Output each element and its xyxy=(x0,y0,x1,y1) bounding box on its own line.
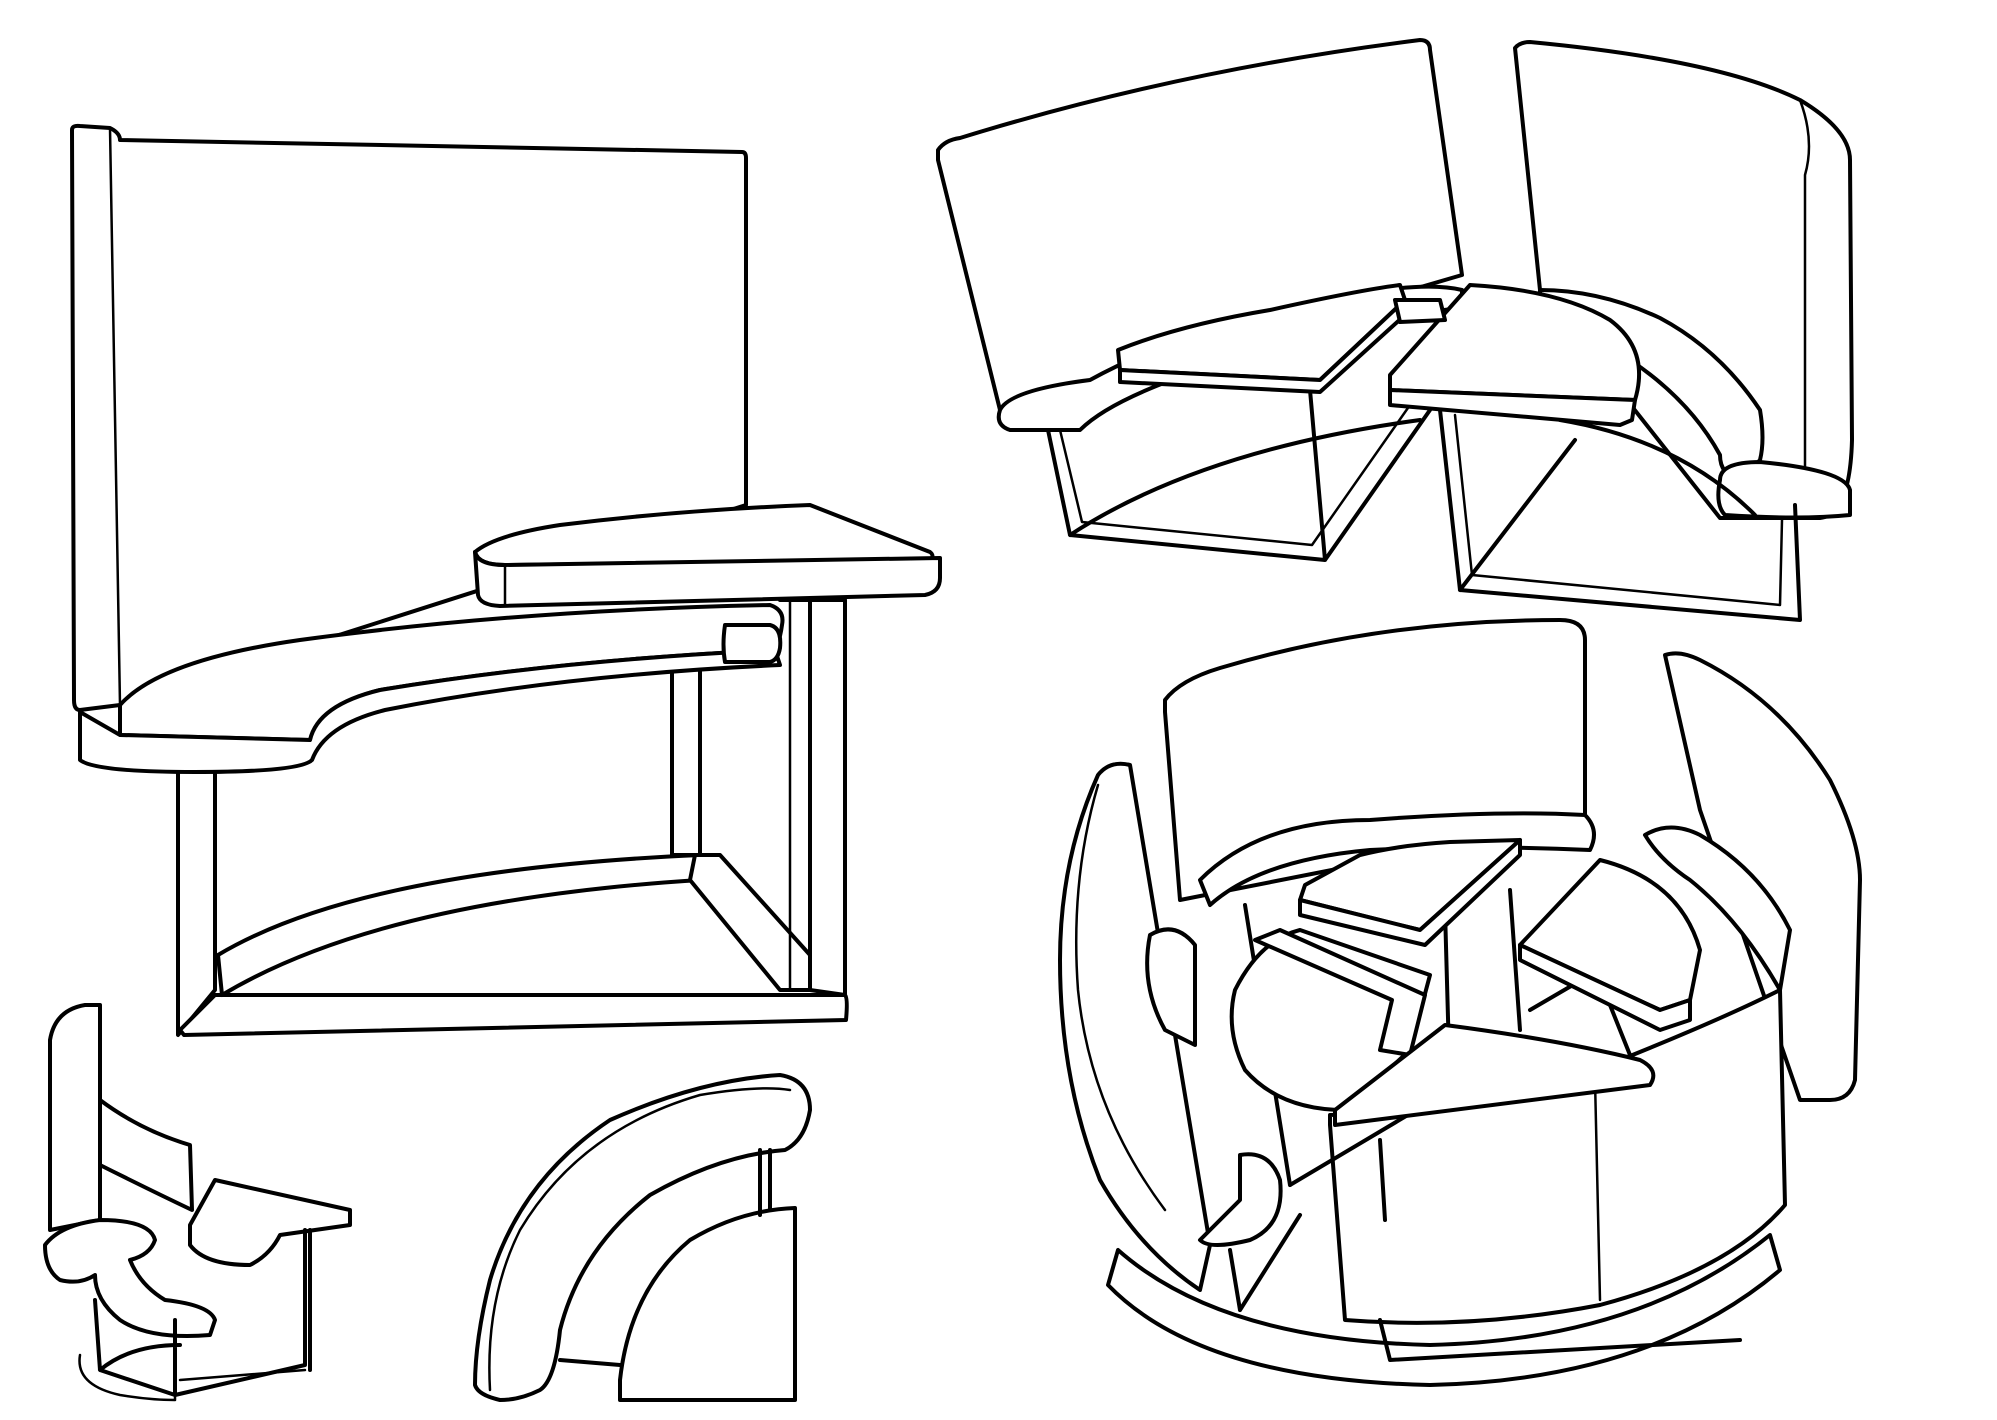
pair-left-back xyxy=(936,38,1464,412)
pair-right-frame-inner xyxy=(1453,413,1784,607)
small-seat-back-wing xyxy=(98,1098,194,1212)
single-seat-small-view xyxy=(43,1003,352,1402)
cluster-tablet-front xyxy=(1333,1023,1656,1127)
seat-back-panel xyxy=(70,123,748,712)
cluster-bottom-rails xyxy=(1228,1213,1742,1362)
paired-seats-view xyxy=(936,38,1854,622)
arc-bench-cushion xyxy=(473,1073,812,1402)
pair-right-tablet-edge xyxy=(1388,388,1637,427)
small-seat-cushion xyxy=(43,1218,217,1338)
seat-cushion-front xyxy=(78,648,782,774)
writing-tablet-front xyxy=(473,550,942,608)
pair-right-back-curve xyxy=(1798,98,1811,472)
seat-cushion-end xyxy=(721,623,783,664)
pair-left-tablet xyxy=(1116,283,1407,382)
frame-base-rail xyxy=(178,993,849,1037)
seat-back-edge xyxy=(108,126,122,707)
cluster-left-foot xyxy=(1198,1152,1283,1247)
small-seat-tablet xyxy=(188,1178,352,1267)
frame-curved-rail xyxy=(216,853,702,997)
pair-right-frame xyxy=(1438,408,1802,622)
seat-back-left-edge xyxy=(70,173,76,702)
cluster-left-seat xyxy=(1145,927,1197,1047)
frame-left-leg xyxy=(176,768,217,1037)
cluster-tablet-right-edge xyxy=(1518,943,1692,1032)
cluster-seat-arc xyxy=(1198,811,1596,907)
arc-bench-support xyxy=(618,1206,797,1402)
pair-left-frame-inner xyxy=(1058,403,1412,547)
cluster-right-seat xyxy=(1643,825,1792,992)
cluster-left-panel-inner xyxy=(1074,783,1167,1212)
pair-center-support xyxy=(1393,298,1447,324)
cluster-tablet-top-edge xyxy=(1298,838,1522,947)
pair-right-tablet xyxy=(1388,283,1642,402)
arc-bench-view xyxy=(473,1073,812,1402)
pair-right-seat-end xyxy=(1716,460,1852,520)
cluster-tablet-right xyxy=(1518,858,1702,1012)
frame-rear-leg xyxy=(670,658,702,857)
frame-diagonal-brace xyxy=(688,853,812,992)
small-seat-base-ring xyxy=(78,1348,307,1402)
pair-right-back xyxy=(1513,40,1854,520)
arc-bench-cushion-inner xyxy=(488,1087,792,1392)
cluster-left-panel xyxy=(1058,761,1212,1292)
cluster-front-panel-seam xyxy=(1593,1078,1602,1302)
small-seat-back xyxy=(48,1003,102,1232)
arc-bench-legs xyxy=(558,1148,772,1367)
circular-cluster-view xyxy=(1058,618,1862,1387)
cluster-right-panel xyxy=(1663,651,1862,1102)
single-seat-large-view xyxy=(70,123,942,1037)
